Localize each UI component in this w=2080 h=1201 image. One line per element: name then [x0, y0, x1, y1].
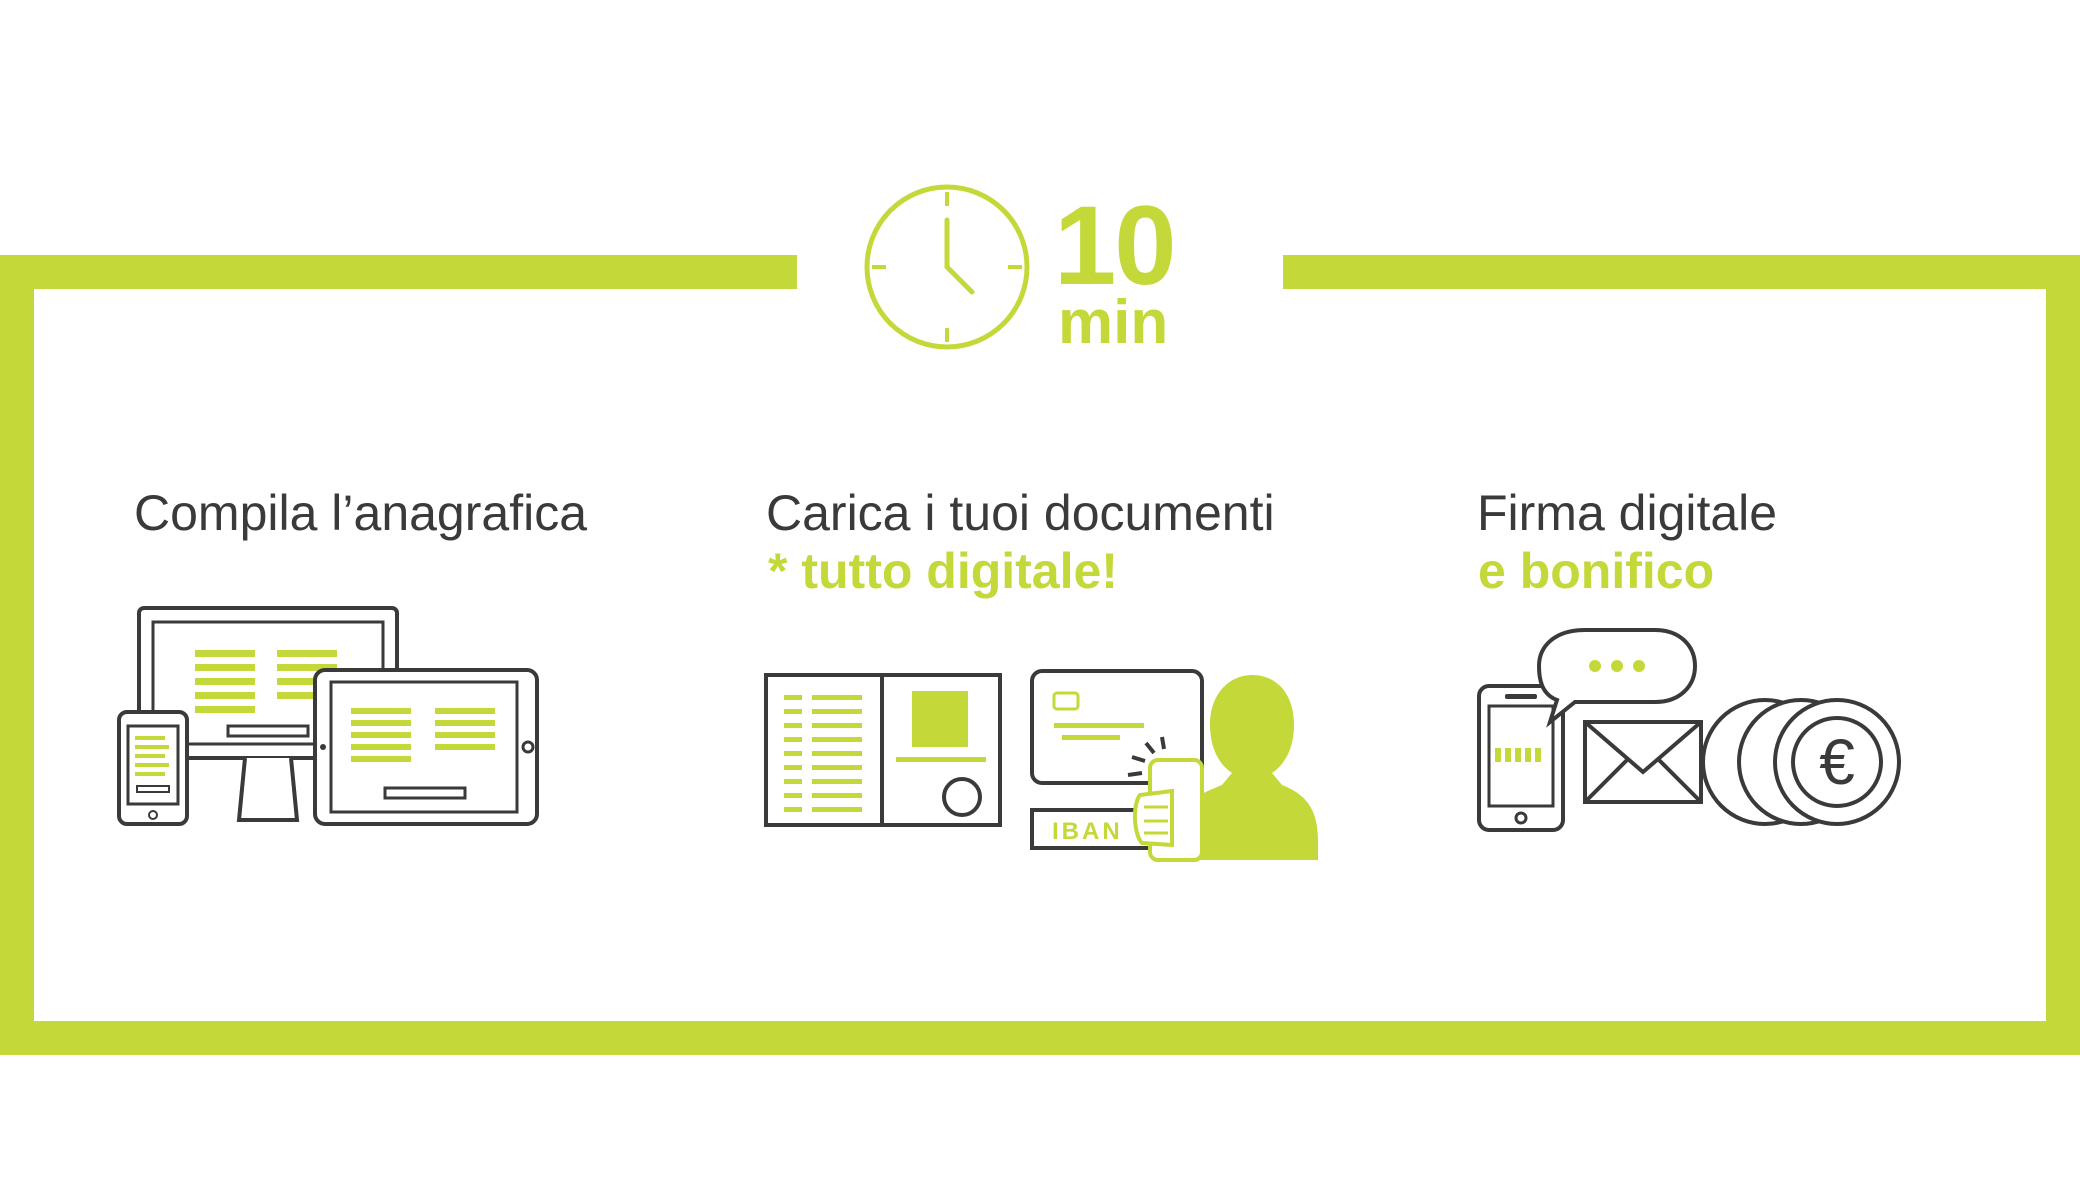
clock-icon — [864, 184, 1030, 350]
step-1-title: Compila l’anagrafica — [134, 485, 588, 541]
timer-unit: min — [1058, 288, 1169, 357]
euro-symbol: € — [1819, 726, 1855, 798]
document-upload-icon: IBAN — [764, 669, 1318, 862]
step-3-subtitle: e bonifico — [1478, 543, 1715, 599]
multi-device-icon — [117, 606, 539, 826]
step-2-subtitle: * tutto digitale! — [768, 543, 1118, 599]
signature-payment-icon: € — [1477, 628, 1901, 832]
step-3-title: Firma digitale — [1477, 485, 1778, 541]
step-2-title: Carica i tuoi documenti — [766, 485, 1275, 541]
iban-label: IBAN — [1052, 818, 1123, 845]
timer-value: 10 — [1054, 183, 1177, 308]
